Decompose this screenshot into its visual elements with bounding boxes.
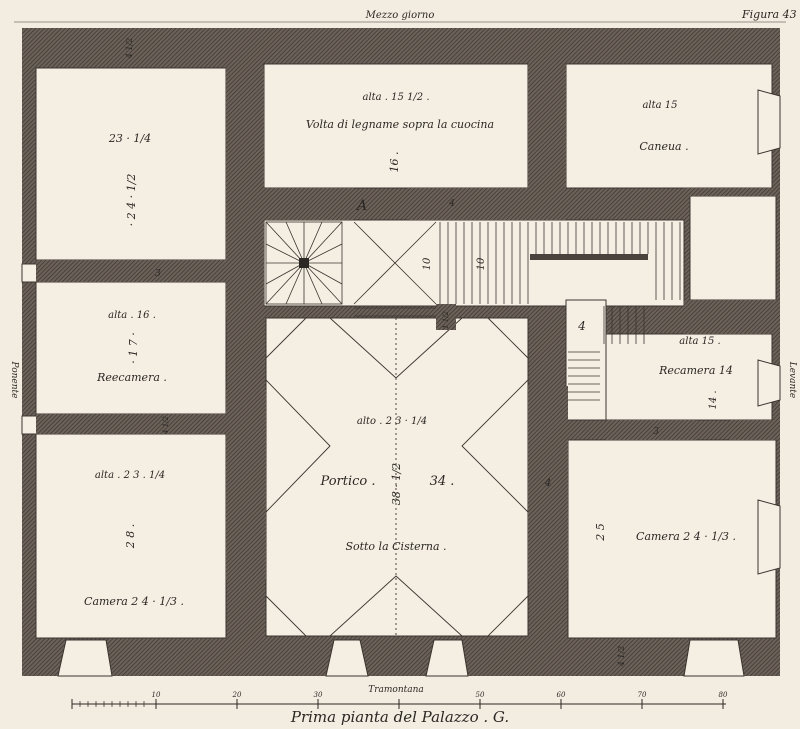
- wall-frac-mid: 1 1/2: [442, 310, 450, 328]
- spiral-core: [299, 258, 309, 268]
- kitchen-side: 16 .: [388, 152, 401, 173]
- top-left-dim: 23 · 1/4: [108, 132, 151, 145]
- rooms: [35, 63, 777, 639]
- wall-4a: 4: [448, 199, 455, 209]
- interior-walls: [36, 64, 778, 580]
- room-bottom-right: [567, 439, 777, 639]
- scale-tick-30: 30: [314, 691, 323, 699]
- portico-diagonals: [265, 317, 529, 637]
- stair-landing-bar: [530, 254, 648, 260]
- portico-dim: 34 .: [430, 474, 455, 489]
- wall-3a: 3: [155, 269, 161, 279]
- scale-tick-50: 50: [476, 691, 485, 699]
- stair-a-label: A: [355, 198, 367, 214]
- compass-south: Mezzo giorno: [365, 10, 435, 21]
- scale-tick-10: 10: [152, 691, 161, 699]
- compass-north: Tramontana: [368, 685, 424, 695]
- bottom-left-name: Camera 2 4 · 1/3 .: [84, 595, 184, 608]
- scale-tick-80: 80: [719, 691, 728, 699]
- wall-3b: 3: [653, 427, 659, 437]
- kitchen-vault: Volta di legname sopra la cuocina: [306, 118, 494, 131]
- scale-tick-70: 70: [638, 691, 647, 699]
- stair-10a: 10: [422, 257, 433, 270]
- right-mid-height: alta 15 .: [679, 336, 720, 347]
- stair-treads: [439, 222, 681, 401]
- scale-bar: [71, 699, 726, 709]
- right-mid-side: 14 .: [708, 390, 719, 409]
- plate-caption: Prima pianta del Palazzo . G.: [290, 708, 509, 726]
- scale-labels: 10 20 30 50 60 70 80: [152, 691, 728, 699]
- figure-label: Figura 43: [741, 8, 797, 21]
- portico-sub: Sotto la Cisterna .: [345, 540, 446, 553]
- scale-tick-60: 60: [557, 691, 566, 699]
- top-left-side: · 2 4 · 1/2: [125, 174, 138, 227]
- wall-frac-bot: 4 1/2: [617, 646, 626, 668]
- kitchen-height: alta . 15 1/2 .: [362, 92, 429, 103]
- cellar-height: alta 15: [642, 100, 677, 111]
- wall-4b: 4: [544, 478, 551, 489]
- compass-west: Ponente: [9, 361, 19, 399]
- stair-10b: 10: [476, 257, 487, 270]
- room-bottom-left: [35, 433, 227, 639]
- bottom-left-height: alta . 2 3 . 1/4: [95, 470, 165, 481]
- scale-tick-20: 20: [232, 691, 242, 699]
- mid-left-name: Reecamera .: [96, 371, 167, 384]
- bottom-right-name: Camera 2 4 · 1/3 .: [636, 530, 736, 543]
- wall-niches: [21, 89, 781, 677]
- bottom-left-side: 2 8 .: [124, 524, 137, 550]
- mid-left-side: · 1 7 ·: [127, 332, 140, 363]
- bottom-right-side: 2 5: [594, 523, 607, 542]
- wall-frac-left: 4 1/2: [162, 415, 170, 434]
- spiral-stair: [265, 221, 343, 305]
- room-portico: [265, 317, 529, 637]
- room-cellar: [565, 63, 773, 189]
- right-mid-name: Recamera 14: [658, 364, 733, 377]
- room-right-small: [689, 195, 777, 301]
- vestibule-cross: [353, 221, 437, 317]
- wall-frac-top: 4 1/2: [125, 38, 134, 60]
- mid-left-height: alta . 16 .: [108, 310, 156, 321]
- portico-name: Portico .: [319, 474, 375, 489]
- compass-east: Levante: [787, 361, 797, 399]
- stair-4: 4: [577, 319, 586, 333]
- portico-height: alto . 2 3 · 1/4: [357, 416, 427, 427]
- cellar-name: Caneua .: [639, 140, 688, 153]
- portico-side: 38 · 1/2: [390, 463, 403, 505]
- room-top-left: [35, 67, 227, 261]
- plan-labels: Mezzo giorno Figura 43 Tramontana Ponent…: [9, 8, 797, 695]
